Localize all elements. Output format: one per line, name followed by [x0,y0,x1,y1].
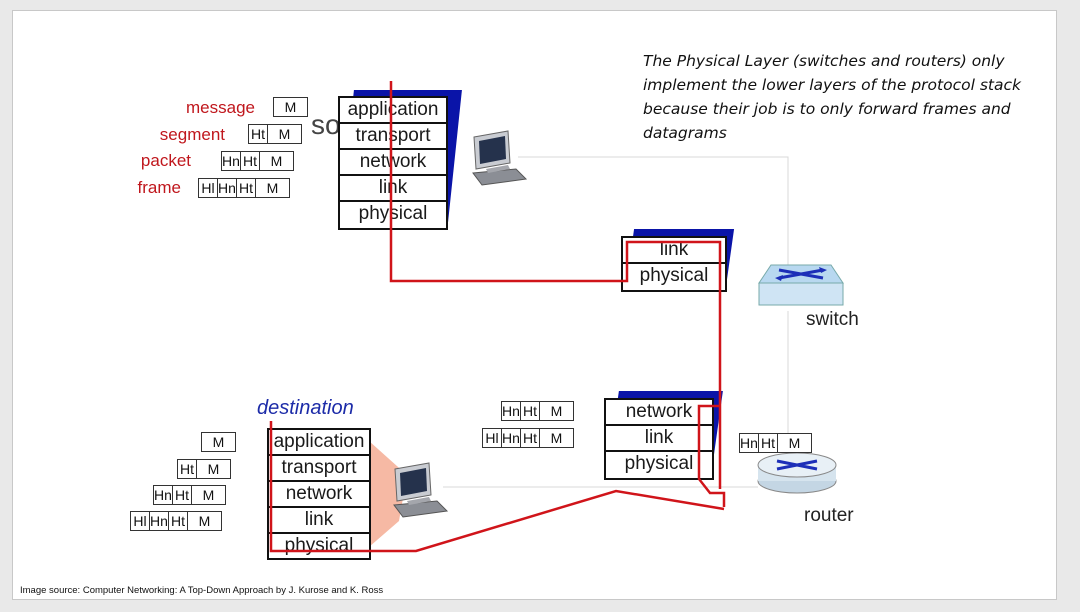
header-ht: Ht [521,402,540,420]
header-hn: Hn [154,486,173,504]
layer-link: link [606,426,712,452]
layer-link: link [623,238,725,264]
router-icon [757,452,837,494]
physical-layer-note: The Physical Layer (switches and routers… [643,52,1021,142]
header-hl: Hl [131,512,150,530]
payload-m: M [212,434,225,450]
data-path [269,81,726,553]
header-ht: Ht [249,125,268,143]
header-ht: Ht [173,486,192,504]
header-ht: Ht [169,512,188,530]
header-hn: Hn [502,402,521,420]
label-message: message [186,98,255,117]
payload-m: M [550,403,563,419]
dest-frame-box: Hl Hn Ht M [130,511,222,531]
layer-link: link [340,176,446,202]
switch-label: switch [806,309,859,330]
header-hn: Hn [740,434,759,452]
payload-m: M [270,153,283,169]
router-frame-box: Hl Hn Ht M [482,428,574,448]
router-protocol-stack: network link physical [604,398,714,480]
layer-network: network [606,400,712,426]
router-label: router [804,505,854,526]
layer-physical: physical [358,203,428,224]
layer-application: application [340,98,446,124]
payload-m: M [198,513,211,529]
router-packet-box: Hn Ht M [501,401,574,421]
source-frame-box: Hl Hn Ht M [198,178,290,198]
layer-physical: physical [624,453,694,474]
layer-link: link [269,508,369,534]
layer-transport: transport [340,124,446,150]
source-packet-box: Hn Ht M [221,151,294,171]
source-message-box: M [273,97,308,117]
destination-computer-icon [393,462,449,518]
payload-m: M [202,487,215,503]
switch-protocol-stack: link physical [621,236,727,292]
image-source-credit: Image source: Computer Networking: A Top… [20,585,384,596]
source-segment-box: Ht M [248,124,302,144]
header-ht: Ht [241,152,260,170]
destination-protocol-stack: application transport network link physi… [267,428,371,560]
slide: The Physical Layer (switches and routers… [12,10,1057,600]
layer-network: network [340,150,446,176]
dest-segment-box: Ht M [177,459,231,479]
ghost-text: so [311,109,341,140]
layer-network: network [269,482,369,508]
layer-physical: physical [639,265,709,286]
layer-application: application [269,430,369,456]
dest-message-box: M [201,432,236,452]
header-hn: Hn [222,152,241,170]
payload-m: M [278,126,291,142]
destination-stack-shade [369,441,407,547]
header-hn: Hn [502,429,521,447]
label-segment: segment [159,125,225,144]
destination-label: destination [257,397,354,419]
header-ht: Ht [237,179,256,197]
source-protocol-stack: application transport network link physi… [338,96,448,230]
layer-transport: transport [269,456,369,482]
source-computer-icon [472,130,528,186]
header-hl: Hl [199,179,218,197]
label-packet: packet [140,151,191,170]
router-out-packet-box: Hn Ht M [739,433,812,453]
payload-m: M [550,430,563,446]
switch-icon [758,264,844,306]
payload-m: M [284,99,297,115]
payload-m: M [207,461,220,477]
dest-packet-box: Hn Ht M [153,485,226,505]
header-hl: Hl [483,429,502,447]
header-ht: Ht [178,460,197,478]
header-ht: Ht [521,429,540,447]
label-frame: frame [137,178,181,197]
header-ht: Ht [759,434,778,452]
payload-m: M [788,435,801,451]
payload-m: M [266,180,279,196]
header-hn: Hn [150,512,169,530]
header-hn: Hn [218,179,237,197]
